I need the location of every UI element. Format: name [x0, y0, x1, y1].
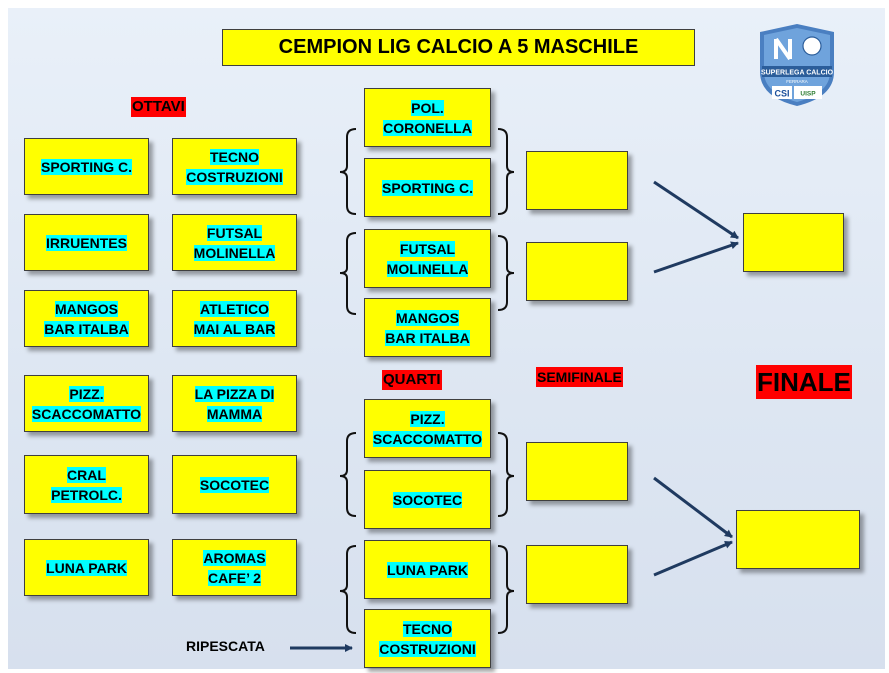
- ottavi-team-box: IRRUENTES: [24, 214, 149, 271]
- semifinale-box: [526, 545, 628, 604]
- team-name-line: COSTRUZIONI: [186, 168, 283, 185]
- team-name: ATLETICO MAI AL BAR: [193, 299, 276, 339]
- page-title: CEMPION LIG CALCIO A 5 MASCHILE: [222, 29, 695, 66]
- team-name-line: MANGOS: [54, 300, 118, 317]
- team-name-line: CAFE’ 2: [208, 569, 261, 586]
- team-name-line: COSTRUZIONI: [379, 640, 476, 657]
- quarti-team-box: PIZZ. SCACCOMATTO: [364, 399, 491, 458]
- team-name-line: TECNO: [402, 620, 452, 637]
- team-name-line: ATLETICO: [200, 300, 269, 317]
- team-name: AROMAS CAFE’ 2: [203, 548, 266, 588]
- quarti-team-box: LUNA PARK: [364, 540, 491, 599]
- logo-text: SUPERLEGA CALCIO: [761, 70, 834, 77]
- superlega-logo: SUPERLEGA CALCIO FERRARA CSI UISP: [760, 24, 834, 106]
- quarti-team-box: MANGOS BAR ITALBA: [364, 298, 491, 357]
- ottavi-team-box: LA PIZZA DI MAMMA: [172, 375, 297, 432]
- ottavi-team-box: AROMAS CAFE’ 2: [172, 539, 297, 596]
- team-name-line: AROMAS: [203, 549, 266, 566]
- team-name-line: MANGOS: [395, 309, 459, 326]
- team-name: FUTSAL MOLINELLA: [193, 223, 276, 263]
- team-name-line: POL.: [411, 99, 444, 116]
- logo-csi: CSI: [774, 89, 789, 99]
- team-name-line: TECNO: [209, 148, 259, 165]
- finale-box: [743, 213, 844, 272]
- team-name-line: SOCOTEC: [199, 476, 270, 493]
- team-name: MANGOS BAR ITALBA: [44, 299, 129, 339]
- team-name-line: FUTSAL: [399, 240, 456, 257]
- team-name-line: IRRUENTES: [46, 234, 127, 251]
- team-name-line: MOLINELLA: [386, 260, 469, 277]
- team-name: CRAL PETROLC.: [51, 465, 122, 505]
- team-name-line: SOCOTEC: [392, 491, 463, 508]
- ottavi-label: OTTAVI: [131, 97, 186, 117]
- quarti-team-box: SOCOTEC: [364, 470, 491, 529]
- team-name: SPORTING C.: [40, 157, 132, 177]
- team-name: POL. CORONELLA: [383, 98, 472, 138]
- quarti-team-box: SPORTING C.: [364, 158, 491, 217]
- team-name-line: SCACCOMATTO: [372, 430, 483, 447]
- ottavi-team-box: SOCOTEC: [172, 455, 297, 514]
- team-name: SOCOTEC: [392, 490, 463, 510]
- team-name-line: SPORTING C.: [40, 158, 132, 175]
- team-name: SOCOTEC: [199, 475, 270, 495]
- team-name: TECNO COSTRUZIONI: [186, 147, 283, 187]
- team-name-line: CORONELLA: [383, 119, 472, 136]
- team-name: TECNO COSTRUZIONI: [379, 619, 476, 659]
- team-name: PIZZ. SCACCOMATTO: [31, 384, 142, 424]
- ottavi-team-box: TECNO COSTRUZIONI: [172, 138, 297, 195]
- team-name-line: PIZZ.: [69, 385, 104, 402]
- finale-box: [736, 510, 860, 569]
- ottavi-team-box: MANGOS BAR ITALBA: [24, 290, 149, 347]
- team-name: LUNA PARK: [387, 560, 468, 580]
- team-name-line: MAI AL BAR: [193, 320, 276, 337]
- semifinale-box: [526, 151, 628, 210]
- ottavi-team-box: SPORTING C.: [24, 138, 149, 195]
- ottavi-team-box: CRAL PETROLC.: [24, 455, 149, 514]
- team-name-line: SCACCOMATTO: [31, 405, 142, 422]
- finale-label: FINALE: [756, 365, 852, 399]
- team-name: MANGOS BAR ITALBA: [385, 308, 470, 348]
- team-name-line: FUTSAL: [206, 224, 263, 241]
- logo-subtext: FERRARA: [786, 79, 808, 84]
- team-name: SPORTING C.: [381, 178, 473, 198]
- quarti-team-box: TECNO COSTRUZIONI: [364, 609, 491, 668]
- team-name: IRRUENTES: [46, 233, 127, 253]
- team-name-line: PIZZ.: [410, 410, 445, 427]
- team-name-line: BAR ITALBA: [385, 329, 470, 346]
- logo-uisp: UISP: [800, 91, 816, 98]
- team-name: PIZZ. SCACCOMATTO: [372, 409, 483, 449]
- team-name-line: PETROLC.: [51, 486, 122, 503]
- quarti-label: QUARTI: [382, 370, 442, 390]
- team-name-line: LUNA PARK: [387, 561, 468, 578]
- quarti-team-box: POL. CORONELLA: [364, 88, 491, 147]
- team-name-line: LUNA PARK: [46, 559, 127, 576]
- team-name-line: LA PIZZA DI: [194, 385, 275, 402]
- team-name-line: CRAL: [67, 466, 106, 483]
- semifinale-box: [526, 442, 628, 501]
- team-name: LA PIZZA DI MAMMA: [194, 384, 275, 424]
- ripescata-label: RIPESCATA: [186, 638, 265, 654]
- ottavi-team-box: FUTSAL MOLINELLA: [172, 214, 297, 271]
- team-name-line: SPORTING C.: [381, 179, 473, 196]
- team-name-line: MOLINELLA: [193, 244, 276, 261]
- ottavi-team-box: ATLETICO MAI AL BAR: [172, 290, 297, 347]
- quarti-team-box: FUTSAL MOLINELLA: [364, 229, 491, 288]
- semifinale-box: [526, 242, 628, 301]
- team-name: FUTSAL MOLINELLA: [386, 239, 469, 279]
- team-name: LUNA PARK: [46, 558, 127, 578]
- ottavi-team-box: PIZZ. SCACCOMATTO: [24, 375, 149, 432]
- ottavi-team-box: LUNA PARK: [24, 539, 149, 596]
- team-name-line: BAR ITALBA: [44, 320, 129, 337]
- team-name-line: MAMMA: [206, 405, 263, 422]
- semifinale-label: SEMIFINALE: [536, 367, 623, 387]
